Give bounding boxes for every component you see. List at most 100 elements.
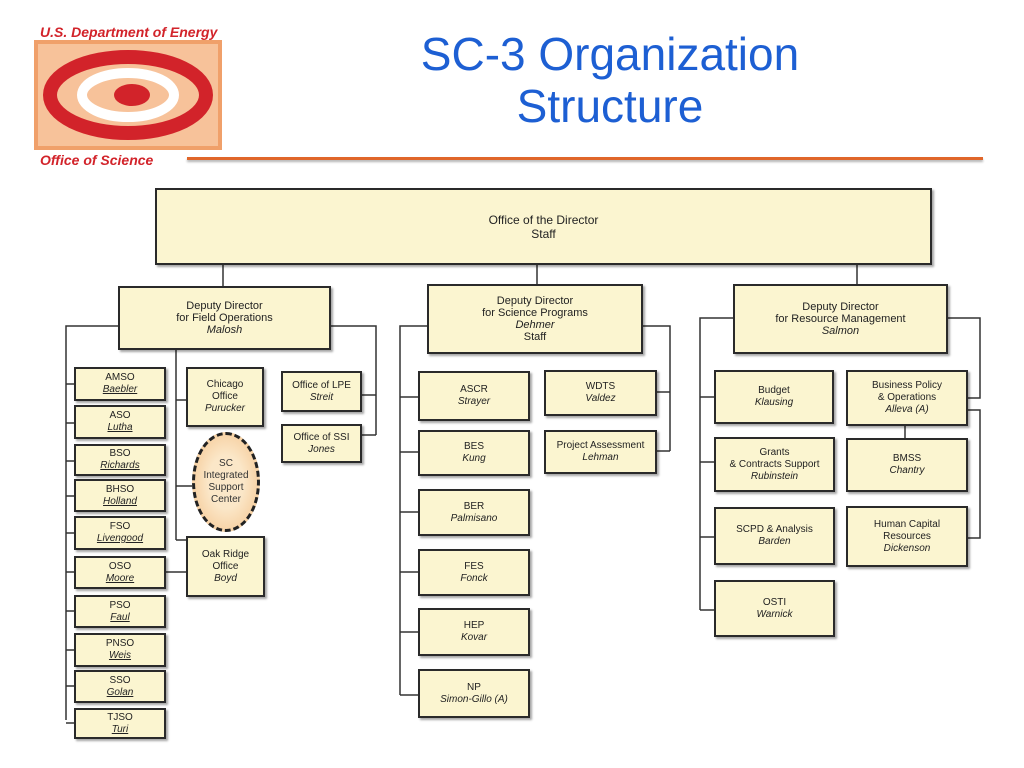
field-office-person: Moore xyxy=(105,572,135,584)
resource-office-line-1: OSTI xyxy=(762,596,787,608)
program-person: Strayer xyxy=(457,396,491,407)
director-box: Office of the Director Staff xyxy=(155,188,932,265)
isc-line-4: Center xyxy=(210,494,241,505)
resource-office-line-1: SCPD & Analysis xyxy=(736,524,813,535)
resource-office-person: Dickenson xyxy=(883,542,931,554)
field-office-name: FSO xyxy=(109,521,131,532)
program-person: Kovar xyxy=(460,632,488,643)
field-office-name: SSO xyxy=(109,674,131,686)
chicago-office-box: Chicago Office Purucker xyxy=(186,367,264,427)
director-line-2: Staff xyxy=(531,226,556,241)
field-office-box: BSO Richards xyxy=(74,444,166,476)
field-office-name: BSO xyxy=(109,448,131,459)
program-person: Kung xyxy=(462,453,486,464)
lpe-name: Office of LPE xyxy=(292,379,351,391)
resource-office-box: BMSS Chantry xyxy=(846,438,968,492)
field-office-box: TJSO Turi xyxy=(74,708,166,739)
project-assessment-box: Project Assessment Lehman xyxy=(544,430,657,474)
resource-office-line-1: Budget xyxy=(758,385,790,396)
resource-office-line-2: & Contracts Support xyxy=(729,458,820,470)
field-office-box: PSO Faul xyxy=(74,595,166,628)
integrated-support-center-ellipse: SC Integrated Support Center xyxy=(192,432,260,532)
resource-office-person: Warnick xyxy=(756,608,793,620)
science-program-box: ASCR Strayer xyxy=(418,371,530,421)
program-name: FES xyxy=(464,560,484,572)
oakridge-line-2: Office xyxy=(212,560,239,572)
program-person: Simon-Gillo (A) xyxy=(440,693,508,705)
science-program-box: BES Kung xyxy=(418,430,530,476)
field-office-box: AMSO Baebler xyxy=(74,367,166,401)
resource-office-line-1: Business Policy xyxy=(871,380,943,391)
field-office-person: Livengood xyxy=(96,533,144,544)
program-name: BER xyxy=(463,500,485,512)
project-assessment-person: Lehman xyxy=(582,452,619,463)
science-program-box: NP Simon-Gillo (A) xyxy=(418,669,530,718)
resource-office-line-1: BMSS xyxy=(892,453,922,464)
field-office-person: Holland xyxy=(103,495,137,507)
oakridge-line-1: Oak Ridge xyxy=(201,548,250,560)
deputy-field-line-1: Deputy Director xyxy=(186,300,263,312)
field-office-person: Faul xyxy=(110,611,130,623)
deputy-science-line-1: Deputy Director xyxy=(496,295,574,307)
deputy-science-line-4: Staff xyxy=(523,331,547,343)
deputy-resource-line-1: Deputy Director xyxy=(802,301,879,313)
field-office-name: BHSO xyxy=(105,483,135,495)
ssi-person: Jones xyxy=(308,443,335,455)
field-office-box: ASO Lutha xyxy=(74,405,166,439)
deputy-field-line-2: for Field Operations xyxy=(176,312,273,324)
isc-line-1: SC xyxy=(219,458,233,469)
field-office-name: PNSO xyxy=(105,638,135,649)
deputy-field-operations-box: Deputy Director for Field Operations Mal… xyxy=(118,286,331,350)
resource-office-person: Chantry xyxy=(889,465,925,476)
field-office-name: OSO xyxy=(108,560,132,572)
field-office-person: Richards xyxy=(100,460,140,471)
field-office-box: BHSO Holland xyxy=(74,479,166,512)
logo-office-text: Office of Science xyxy=(40,152,154,168)
field-office-box: OSO Moore xyxy=(74,556,166,589)
resource-office-line-2: & Operations xyxy=(877,392,937,403)
resource-office-person: Barden xyxy=(758,536,791,547)
oakridge-person: Boyd xyxy=(214,572,237,584)
chicago-person: Purucker xyxy=(204,403,245,414)
field-office-name: AMSO xyxy=(105,372,135,383)
wdts-person: Valdez xyxy=(585,393,616,404)
resource-office-line-1: Grants xyxy=(759,446,790,458)
office-ssi-box: Office of SSI Jones xyxy=(281,424,362,463)
logo-agency-text: U.S. Department of Energy xyxy=(40,24,218,40)
deputy-resource-line-2: for Resource Management xyxy=(775,313,906,325)
chicago-line-2: Office xyxy=(212,391,238,402)
science-program-box: FES Fonck xyxy=(418,549,530,596)
program-name: HEP xyxy=(463,620,485,631)
field-office-person: Lutha xyxy=(107,422,133,433)
resource-office-person: Klausing xyxy=(754,397,794,408)
resource-office-box: Human Capital Resources Dickenson xyxy=(846,506,968,567)
deputy-resource-person: Salmon xyxy=(821,325,860,337)
field-office-name: PSO xyxy=(109,599,131,611)
page-title: SC-3 Organization Structure xyxy=(300,28,920,132)
isc-line-2: Integrated xyxy=(203,470,249,481)
program-name: ASCR xyxy=(460,384,488,395)
deputy-science-programs-box: Deputy Director for Science Programs Deh… xyxy=(427,284,643,354)
doe-logo-icon xyxy=(34,40,222,150)
deputy-science-person: Dehmer xyxy=(515,319,555,331)
resource-office-line-2: Resources xyxy=(883,530,931,542)
resource-office-box: Business Policy & Operations Alleva (A) xyxy=(846,370,968,426)
field-office-box: FSO Livengood xyxy=(74,516,166,550)
wdts-box: WDTS Valdez xyxy=(544,370,657,416)
resource-office-person: Alleva (A) xyxy=(885,404,929,415)
science-program-box: BER Palmisano xyxy=(418,489,530,536)
header-rule xyxy=(187,157,983,160)
program-name: NP xyxy=(467,681,481,693)
chicago-line-1: Chicago xyxy=(206,379,244,390)
resource-office-box: Grants & Contracts Support Rubinstein xyxy=(714,437,835,492)
program-person: Palmisano xyxy=(450,512,498,524)
field-office-name: TJSO xyxy=(107,711,133,723)
deputy-resource-management-box: Deputy Director for Resource Management … xyxy=(733,284,948,354)
project-assessment-name: Project Assessment xyxy=(556,440,645,451)
title-line-2: Structure xyxy=(516,80,704,132)
field-office-box: PNSO Weis xyxy=(74,633,166,667)
field-office-person: Turi xyxy=(111,723,129,735)
field-office-name: ASO xyxy=(109,410,131,421)
field-office-box: SSO Golan xyxy=(74,670,166,703)
